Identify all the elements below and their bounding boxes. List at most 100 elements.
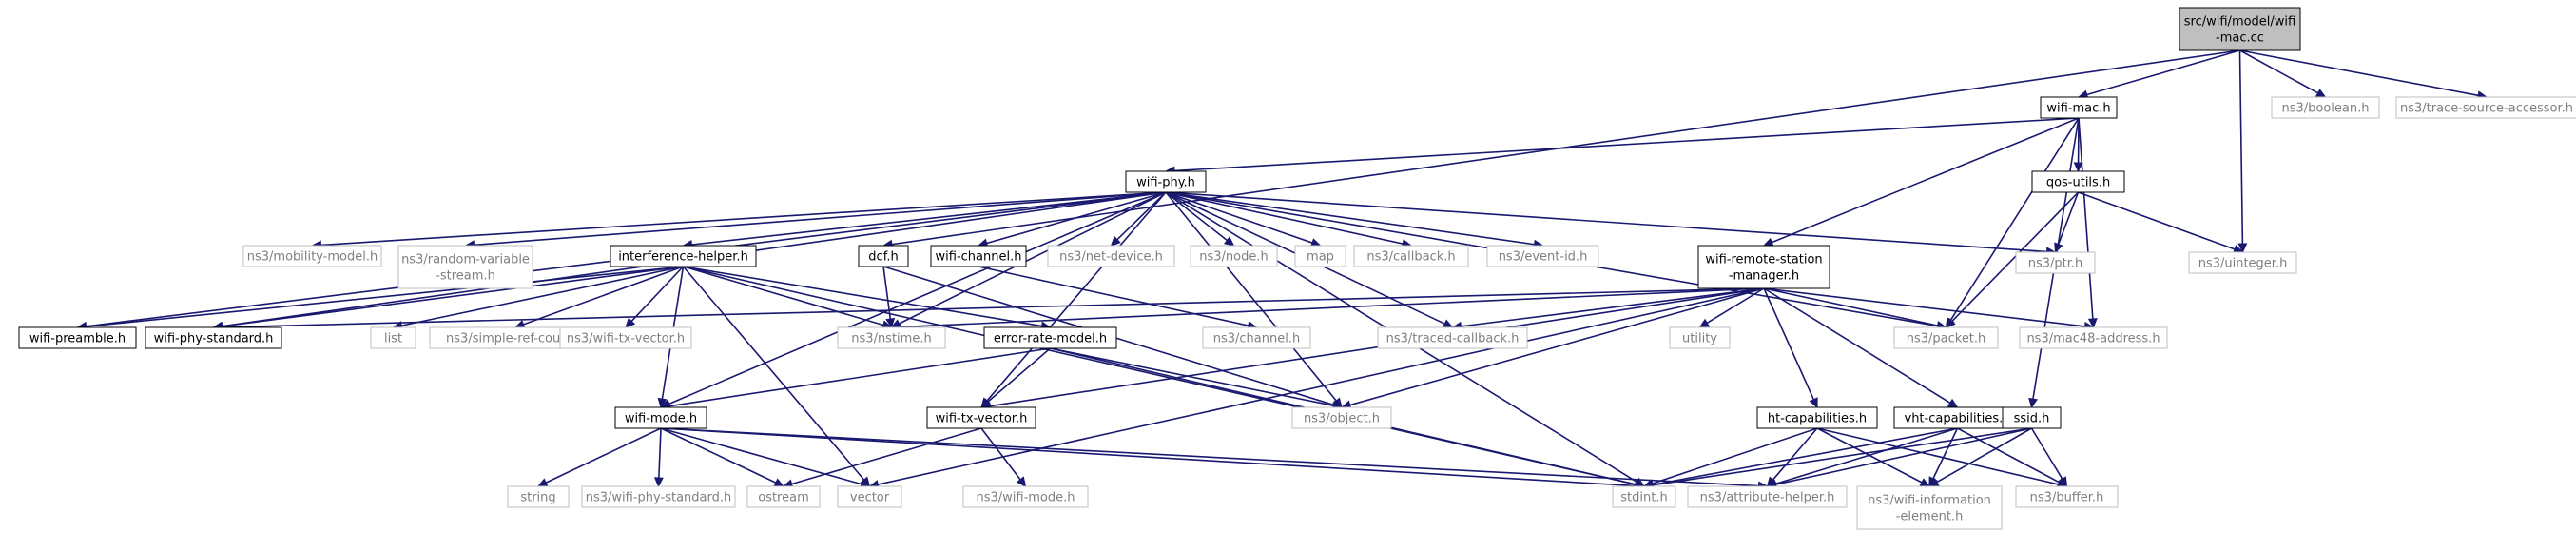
node-label: ns3/random-variable — [401, 253, 530, 267]
node-box — [926, 406, 1036, 429]
node-label: ns3/channel.h — [1213, 332, 1300, 346]
node-simple-ref-count: ns3/simple-ref-count.h — [429, 326, 602, 349]
edge-wifi-remote-station-manager-to-ht-capabilities — [1763, 287, 1818, 409]
node-wifi-tx-vector[interactable]: wifi-tx-vector.h — [926, 406, 1036, 429]
node-wifi-preamble[interactable]: wifi-preamble.h — [18, 326, 137, 349]
node-label: ns3/callback.h — [1366, 250, 1455, 265]
edge-error-rate-model-to-wifi-mode — [659, 347, 1051, 411]
edge-wifi-mode-to-stdint — [660, 427, 1646, 491]
node-ssid[interactable]: ssid.h — [2002, 406, 2062, 429]
node-qos-utils[interactable]: qos-utils.h — [2031, 170, 2125, 193]
node-error-rate-model[interactable]: error-rate-model.h — [983, 326, 1117, 349]
edge-interference-helper-to-vector — [682, 266, 871, 487]
node-dcf[interactable]: dcf.h — [858, 245, 909, 267]
node-label: ns3/wifi-tx-vector.h — [567, 332, 685, 346]
node-trace-source-accessor: ns3/trace-source-accessor.h — [2395, 96, 2576, 119]
edge-wifi-mac-to-wifi-remote-station-manager — [1762, 117, 2080, 247]
node-box — [370, 326, 416, 349]
node-vector: vector — [837, 485, 902, 508]
edge-wifi-mac-to-wifi-phy — [1164, 117, 2080, 176]
node-mobility-model: ns3/mobility-model.h — [242, 245, 382, 267]
edge-error-rate-model-to-object — [1050, 347, 1344, 411]
node-box — [983, 326, 1117, 349]
node-label: src/wifi/model/wifi — [2184, 15, 2295, 30]
node-label: ssid.h — [2014, 412, 2050, 426]
node-wifi-mode[interactable]: wifi-mode.h — [614, 406, 707, 429]
node-label: wifi-preamble.h — [29, 332, 126, 346]
edge-wifi-phy-to-event-id — [1165, 191, 1544, 249]
node-box — [837, 485, 902, 508]
node-box — [2179, 7, 2301, 51]
node-map: map — [1294, 245, 1346, 267]
node-label: map — [1307, 250, 1334, 265]
node-box — [18, 326, 137, 349]
node-box — [1291, 406, 1392, 429]
node-label: ns3/attribute-helper.h — [1700, 491, 1835, 505]
node-list: list — [370, 326, 416, 349]
node-mac48-address: ns3/mac48-address.h — [2019, 326, 2168, 349]
node-label: ns3/trace-source-accessor.h — [2400, 102, 2573, 116]
edges-layer — [76, 49, 2489, 491]
node-wifi-remote-station-manager[interactable]: wifi-remote-station-manager.h — [1697, 245, 1830, 289]
node-wifi-phy-standard[interactable]: wifi-phy-standard.h — [145, 326, 282, 349]
node-buffer: ns3/buffer.h — [2015, 485, 2119, 508]
node-ostream: ostream — [746, 485, 821, 508]
node-wifi-channel[interactable]: wifi-channel.h — [930, 245, 1027, 267]
node-label: ns3/mac48-address.h — [2026, 332, 2160, 346]
node-box — [962, 485, 1089, 508]
node-label: vector — [850, 491, 890, 505]
node-callback: ns3/callback.h — [1353, 245, 1469, 267]
node-label: wifi-mode.h — [625, 412, 697, 426]
node-label: wifi-channel.h — [936, 250, 1022, 265]
node-uinteger: ns3/uinteger.h — [2188, 251, 2297, 274]
node-label: ns3/wifi-mode.h — [976, 491, 1075, 505]
node-box — [2031, 170, 2125, 193]
node-label: wifi-remote-station — [1705, 253, 1822, 267]
edge-qos-utils-to-ptr — [2054, 191, 2080, 254]
edge-wifi-mac-to-mac48-address — [2078, 117, 2098, 329]
node-box — [559, 326, 692, 349]
node-random-variable-stream: ns3/random-variable-stream.h — [397, 245, 533, 289]
edge-interference-helper-to-wifi-preamble — [76, 266, 684, 332]
node-label: interference-helper.h — [618, 250, 748, 265]
node-label: stdint.h — [1620, 491, 1667, 505]
node-box — [1047, 245, 1175, 267]
edge-interference-helper-to-nstime — [683, 266, 893, 330]
edge-wifi-mode-to-ns3-wifi-phy-standard — [653, 427, 664, 488]
edge-wifi-channel-to-channel — [978, 266, 1258, 330]
node-label: string — [520, 491, 555, 505]
node-utility: utility — [1669, 326, 1731, 349]
edge-wifi-remote-station-manager-to-vht-capabilities — [1763, 287, 1959, 408]
edge-wifi-remote-station-manager-to-utility — [1698, 287, 1765, 328]
node-label: wifi-mac.h — [2046, 102, 2110, 116]
node-node: ns3/node.h — [1190, 245, 1278, 267]
node-label: ns3/net-device.h — [1059, 250, 1163, 265]
node-wifi-information-element: ns3/wifi-information-element.h — [1856, 485, 2003, 530]
node-interference-helper[interactable]: interference-helper.h — [610, 245, 757, 267]
node-root[interactable]: src/wifi/model/wifi-mac.cc — [2179, 7, 2301, 51]
node-box — [1190, 245, 1278, 267]
node-label: dcf.h — [868, 250, 898, 265]
node-label: -mac.cc — [2216, 31, 2264, 46]
node-wifi-phy[interactable]: wifi-phy.h — [1125, 170, 1207, 193]
node-label: error-rate-model.h — [994, 332, 1107, 346]
node-label: utility — [1682, 332, 1717, 346]
node-label: ns3/wifi-information — [1868, 494, 1991, 508]
node-box — [1377, 326, 1528, 349]
node-ht-capabilities[interactable]: ht-capabilities.h — [1756, 406, 1878, 429]
node-label: ostream — [758, 491, 809, 505]
node-box — [930, 245, 1027, 267]
node-box — [1669, 326, 1731, 349]
node-vht-capabilities[interactable]: vht-capabilities.h — [1893, 406, 2022, 429]
node-box — [2015, 251, 2096, 274]
node-label: ns3/simple-ref-count.h — [446, 332, 585, 346]
node-label: ht-capabilities.h — [1768, 412, 1867, 426]
node-box — [242, 245, 382, 267]
node-box — [2015, 485, 2119, 508]
edge-ssid-to-buffer — [2030, 427, 2068, 488]
edge-ssid-to-attribute-helper — [1766, 427, 2032, 489]
node-box — [581, 485, 736, 508]
node-wifi-mac[interactable]: wifi-mac.h — [2040, 96, 2118, 119]
edge-wifi-mode-to-string — [536, 427, 662, 487]
